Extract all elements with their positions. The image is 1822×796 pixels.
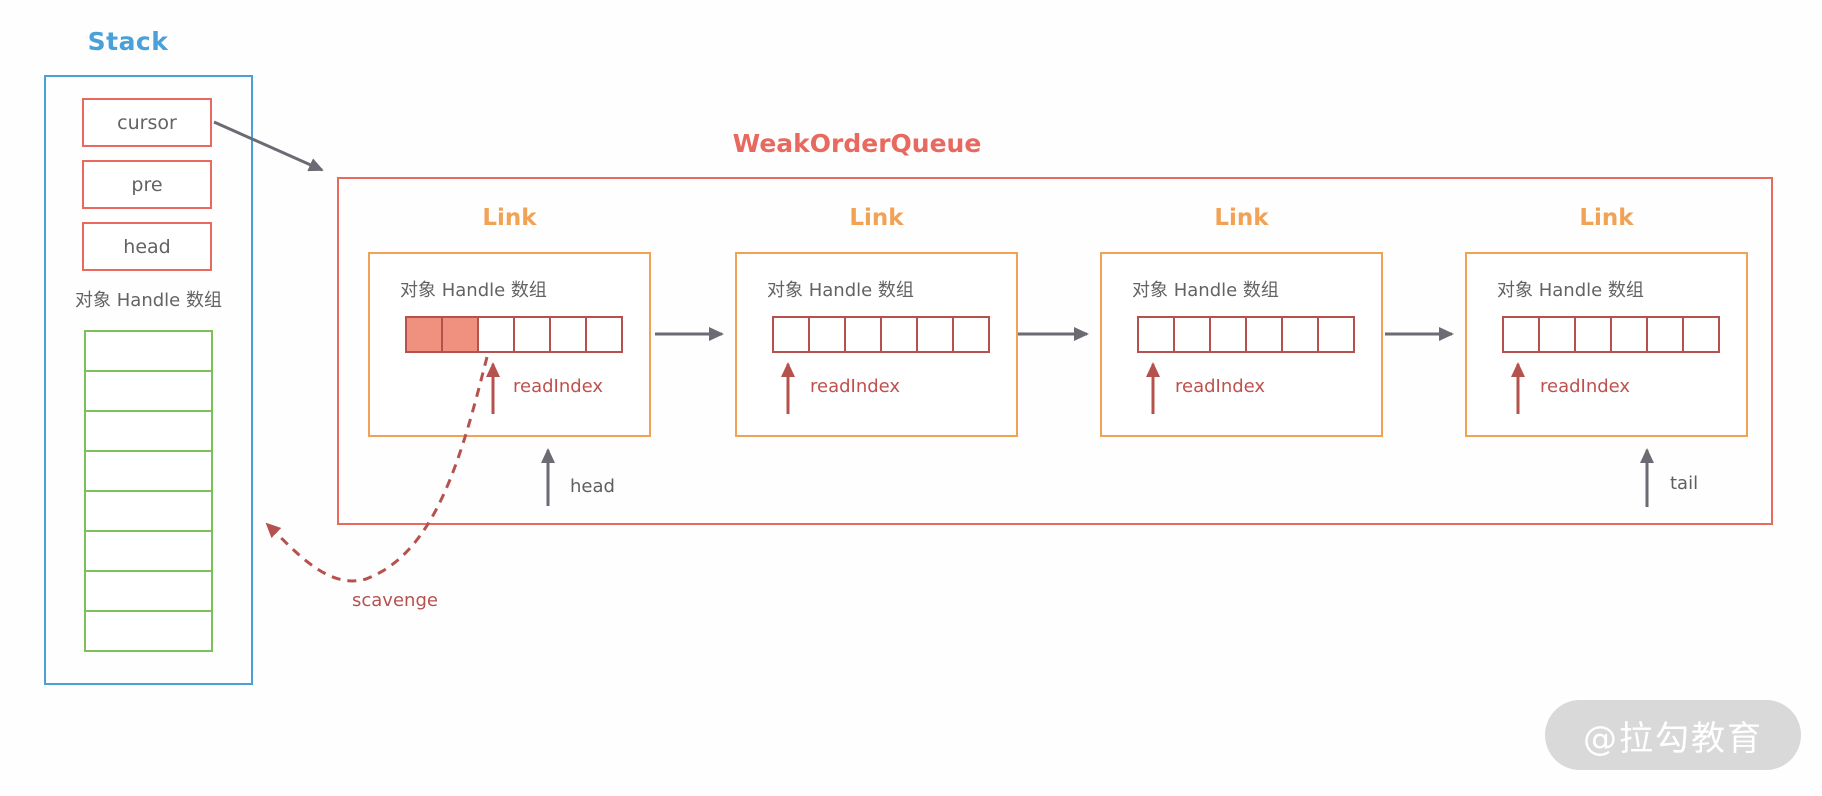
handle-cell [1682, 316, 1720, 353]
stack-slot [84, 490, 213, 532]
handle-cell [1209, 316, 1247, 353]
stack-slot [84, 610, 213, 652]
handle-cell [1574, 316, 1612, 353]
head-pointer-label: head [570, 476, 615, 497]
handle-cell [1245, 316, 1283, 353]
stack-array-label: 对象 Handle 数组 [75, 290, 222, 311]
handle-cell [477, 316, 515, 353]
weak-order-queue-box [337, 177, 1773, 525]
stack-field-cursor-label: cursor [117, 111, 177, 134]
link-3-handle-array [1137, 316, 1355, 353]
link-4-readindex-label: readIndex [1540, 376, 1631, 397]
link-4-title: Link [1579, 205, 1634, 231]
watermark-badge: @拉勾教育 [1545, 700, 1801, 770]
link-2-array-label: 对象 Handle 数组 [767, 280, 914, 301]
link-4-handle-array [1502, 316, 1720, 353]
handle-cell [513, 316, 551, 353]
stack-title: Stack [87, 27, 169, 56]
link-3-title: Link [1214, 205, 1269, 231]
link-1-box: 对象 Handle 数组 [368, 252, 651, 437]
link-2-handle-array [772, 316, 990, 353]
stack-slot [84, 450, 213, 492]
handle-cell [585, 316, 623, 353]
tail-pointer-label: tail [1670, 473, 1699, 494]
link-2-readindex-label: readIndex [810, 376, 901, 397]
handle-cell-filled [441, 316, 479, 353]
stack-field-cursor: cursor [82, 98, 212, 147]
link-1-array-label: 对象 Handle 数组 [400, 280, 547, 301]
handle-cell [1137, 316, 1175, 353]
link-3-array-label: 对象 Handle 数组 [1132, 280, 1279, 301]
stack-field-pre: pre [82, 160, 212, 209]
stack-slot [84, 330, 213, 372]
handle-cell [1538, 316, 1576, 353]
stack-slot [84, 530, 213, 572]
link-3-box: 对象 Handle 数组 [1100, 252, 1383, 437]
handle-cell [880, 316, 918, 353]
stack-handle-array [84, 330, 213, 652]
handle-cell [772, 316, 810, 353]
stack-field-head: head [82, 222, 212, 271]
handle-cell [1281, 316, 1319, 353]
link-4-array-label: 对象 Handle 数组 [1497, 280, 1644, 301]
link-3-readindex-label: readIndex [1175, 376, 1266, 397]
link-2-title: Link [849, 205, 904, 231]
stack-box [44, 75, 253, 685]
stack-slot [84, 370, 213, 412]
stack-slot [84, 570, 213, 612]
handle-cell [916, 316, 954, 353]
handle-cell [1646, 316, 1684, 353]
handle-cell [1317, 316, 1355, 353]
link-2-box: 对象 Handle 数组 [735, 252, 1018, 437]
link-1-readindex-label: readIndex [513, 376, 604, 397]
weak-order-queue-title: WeakOrderQueue [732, 129, 982, 158]
scavenge-label: scavenge [352, 590, 438, 611]
handle-cell-filled [405, 316, 443, 353]
link-1-handle-array [405, 316, 623, 353]
handle-cell [1173, 316, 1211, 353]
handle-cell [952, 316, 990, 353]
handle-cell [549, 316, 587, 353]
handle-cell [1502, 316, 1540, 353]
handle-cell [808, 316, 846, 353]
handle-cell [844, 316, 882, 353]
stack-field-head-label: head [123, 235, 171, 258]
stack-field-pre-label: pre [131, 173, 163, 196]
link-4-box: 对象 Handle 数组 [1465, 252, 1748, 437]
watermark-text: @拉勾教育 [1583, 718, 1763, 759]
handle-cell [1610, 316, 1648, 353]
stack-slot [84, 410, 213, 452]
link-1-title: Link [482, 205, 537, 231]
